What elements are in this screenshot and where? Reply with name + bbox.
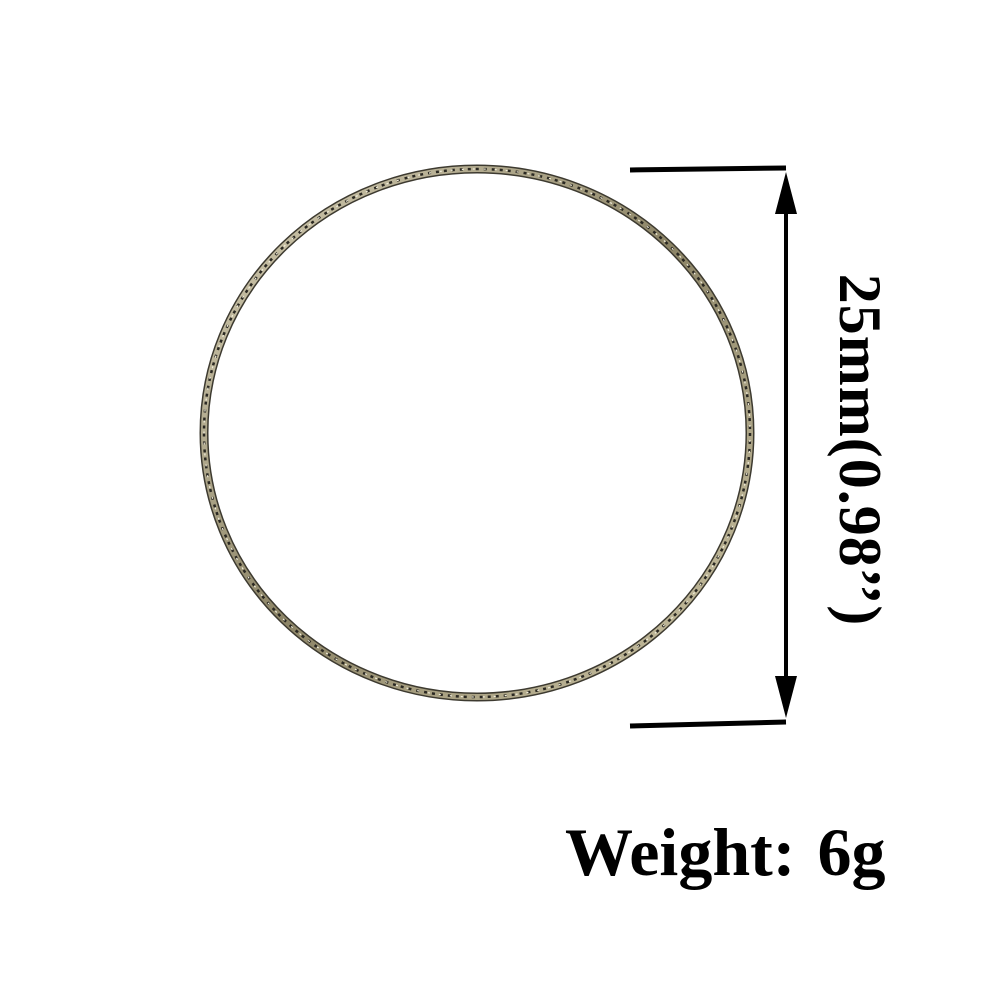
weight-label: Weight:	[565, 814, 796, 890]
arrow-down-icon	[775, 676, 797, 718]
dimension-label: 25mm(0.98’’)	[827, 273, 893, 627]
weight-value: 6g	[817, 814, 886, 890]
arrow-up-icon	[775, 172, 797, 214]
bangle-ring	[199, 164, 755, 702]
dimension-bottom-bar	[629, 719, 787, 729]
dimension-top-bar	[629, 165, 787, 173]
weight-text: Weight:6g	[565, 818, 885, 886]
dimension-indicator	[629, 165, 797, 729]
